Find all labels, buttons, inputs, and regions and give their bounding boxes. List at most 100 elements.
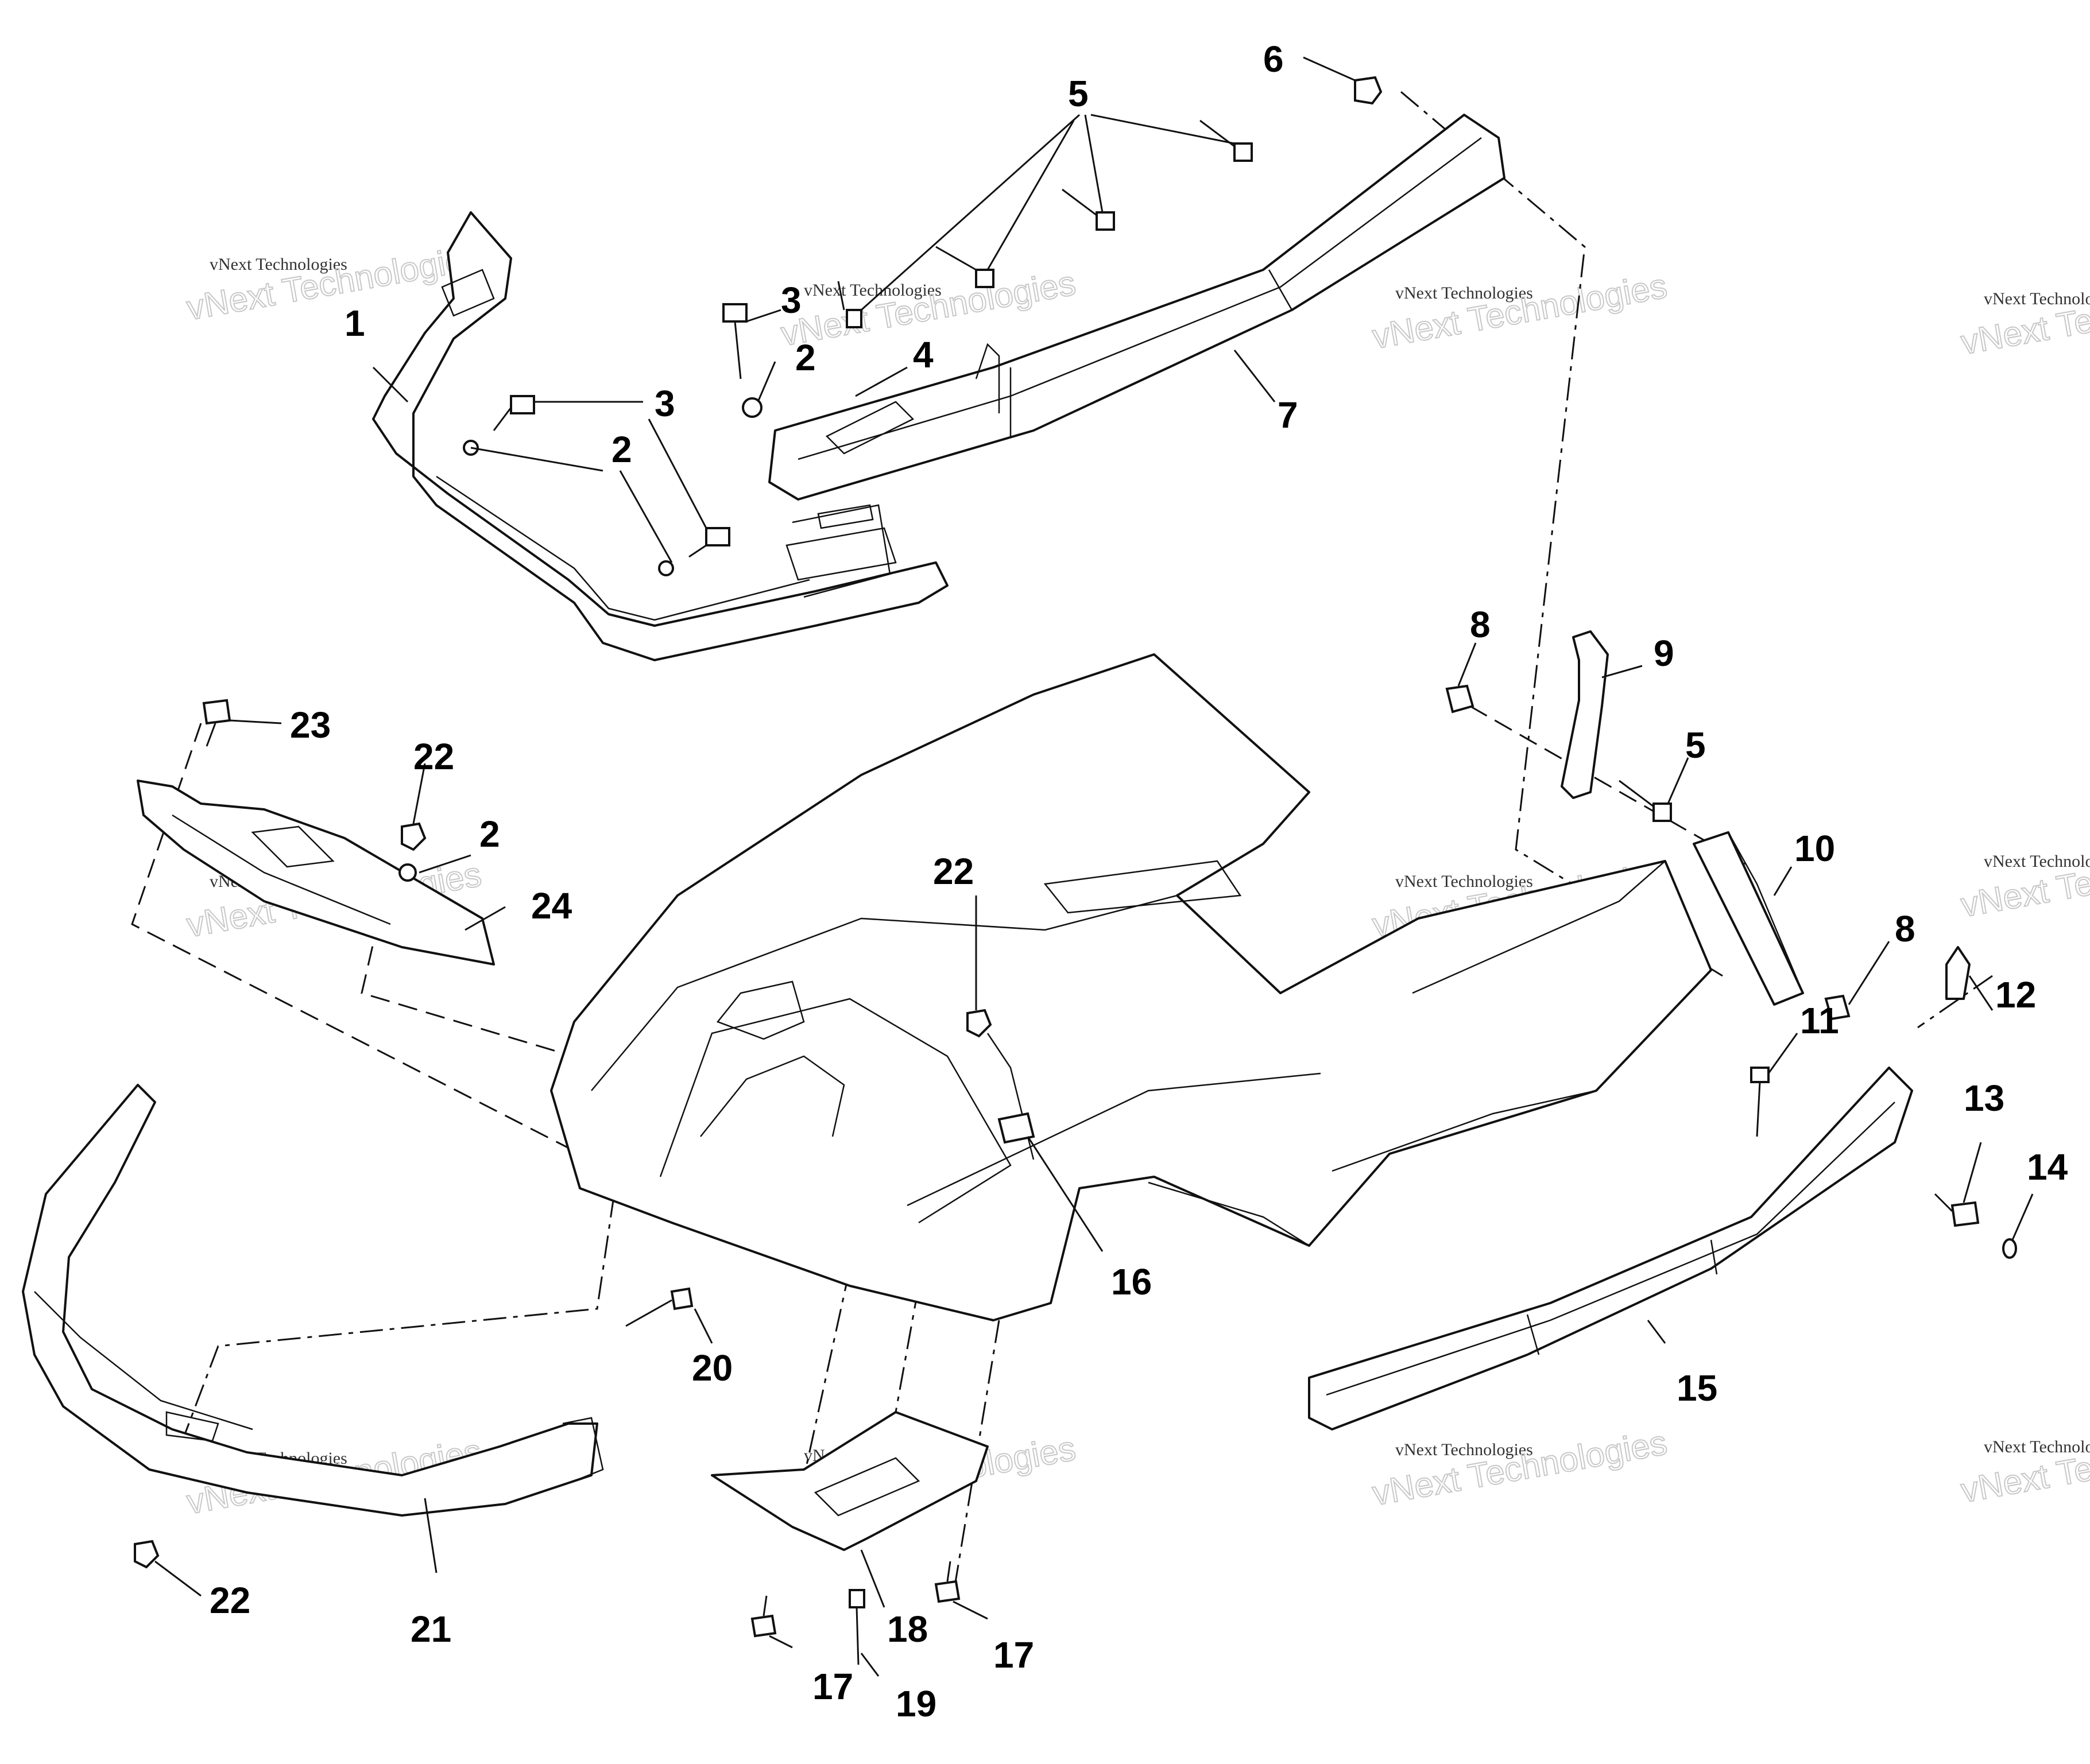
watermark: vNext Technologies vNext Technologies <box>1957 1420 2090 1510</box>
leader-line <box>1773 866 1793 896</box>
callout-20: 20 <box>692 1347 733 1389</box>
nut-22 <box>966 1009 992 1038</box>
part-detail <box>785 527 897 581</box>
leader-line <box>953 1600 988 1620</box>
watermark-big-text: vNext Technologies <box>1958 272 2090 362</box>
bolt-head <box>1950 1201 1980 1227</box>
callout-7: 7 <box>1278 394 1298 436</box>
watermark-small-text: vNext Technologies <box>1395 872 1533 891</box>
leader-line <box>1084 114 1104 213</box>
leader-line <box>470 447 603 472</box>
part-detail <box>1710 1239 1718 1275</box>
bolt-head <box>510 395 535 414</box>
part-detail <box>1326 1102 1895 1396</box>
part-9-strap <box>1561 630 1609 799</box>
callout-9: 9 <box>1654 633 1674 674</box>
callout-22: 22 <box>413 736 454 777</box>
watermark-small-text: vNext Technologies <box>1984 852 2090 871</box>
part-24-left-side-panel <box>137 780 495 966</box>
bolt-3 <box>722 303 748 379</box>
rivet-19 <box>849 1589 865 1665</box>
part-detail <box>172 814 391 925</box>
callout-8: 8 <box>1895 908 1915 949</box>
callout-22: 22 <box>210 1580 250 1621</box>
part-detail <box>562 1417 604 1482</box>
part-shape <box>372 211 949 661</box>
rivet-head <box>1233 142 1253 162</box>
bolt-shank <box>1934 1193 1953 1212</box>
leader-line <box>769 1635 793 1649</box>
part-detail <box>792 504 891 598</box>
part-detail <box>817 504 874 529</box>
rivet-pin <box>837 281 845 311</box>
watermark-big-text: vNext Technologies <box>1958 1420 2090 1510</box>
part-15-front-nose-bumper <box>1308 1067 1913 1430</box>
part-shape <box>711 1411 989 1551</box>
callout-2: 2 <box>479 813 500 855</box>
nut-22 <box>401 822 427 851</box>
callout-3: 3 <box>781 280 802 321</box>
bolt-23 <box>202 699 231 747</box>
callout-21: 21 <box>411 1608 451 1650</box>
part-detail <box>716 980 805 1040</box>
bolt-head <box>705 527 730 546</box>
rivet-head <box>1750 1067 1770 1083</box>
leader-line <box>419 854 471 874</box>
washer-2 <box>742 397 763 418</box>
part-shape <box>1945 946 1971 1000</box>
watermark-small-text: vNext Technologies <box>1395 1440 1533 1459</box>
part-detail <box>1043 860 1242 914</box>
leader-line <box>694 1308 713 1344</box>
leader-line <box>855 366 908 397</box>
leader-line <box>1027 1136 1104 1252</box>
bolt-3 <box>688 527 730 558</box>
part-detail <box>436 475 810 621</box>
bolt-shank <box>493 407 512 431</box>
part-detail <box>441 269 495 317</box>
part-shape <box>768 114 1505 501</box>
callout-12: 12 <box>1995 974 2036 1015</box>
rivet-5 <box>935 246 994 288</box>
part-detail <box>591 894 1178 1091</box>
watermark-small-text: vNext Technologies <box>1395 284 1533 303</box>
leader-line <box>372 366 409 403</box>
callout-13: 13 <box>1964 1077 2004 1119</box>
callout-18: 18 <box>887 1608 928 1650</box>
leader-line <box>986 120 1075 270</box>
part-detail <box>1412 860 1666 994</box>
callout-2: 2 <box>795 337 816 378</box>
leader-line <box>1233 350 1276 402</box>
callout-2: 2 <box>611 429 632 470</box>
leader-line <box>1848 941 1890 1005</box>
leader-line <box>757 361 776 402</box>
part-shape <box>1561 630 1609 799</box>
watermark-small-text: vNext Technologies <box>210 255 347 274</box>
leader-line <box>860 1653 880 1677</box>
callout-5: 5 <box>1068 73 1089 114</box>
rivet-5 <box>1199 119 1253 162</box>
leader-line <box>860 1549 885 1608</box>
part-shape <box>1693 831 1804 1006</box>
fastener-17 <box>750 1595 777 1638</box>
bolt-shank <box>688 544 707 558</box>
part-detail <box>700 1055 845 1137</box>
leader-line <box>1963 1142 1982 1203</box>
callout-11: 11 <box>1800 1000 1839 1041</box>
part-shape <box>550 653 1712 1321</box>
leader-line <box>465 906 506 931</box>
fastener-17 <box>934 1561 961 1603</box>
part-detail <box>1727 832 1804 994</box>
fastener-pin <box>946 1561 951 1582</box>
watermark-big-text: vNext Technologies <box>1369 1423 1670 1513</box>
callout-17: 17 <box>812 1666 853 1707</box>
leader-line <box>424 1498 438 1573</box>
callout-3: 3 <box>655 383 675 424</box>
plug-8 <box>1824 994 1851 1021</box>
fastener-head <box>934 1580 961 1603</box>
callout-leaders <box>154 56 2034 1677</box>
leader-line <box>619 470 673 563</box>
plug-16 <box>997 1112 1035 1144</box>
leader-line <box>648 418 707 529</box>
callout-24: 24 <box>531 885 572 926</box>
bolt-head <box>202 699 231 725</box>
